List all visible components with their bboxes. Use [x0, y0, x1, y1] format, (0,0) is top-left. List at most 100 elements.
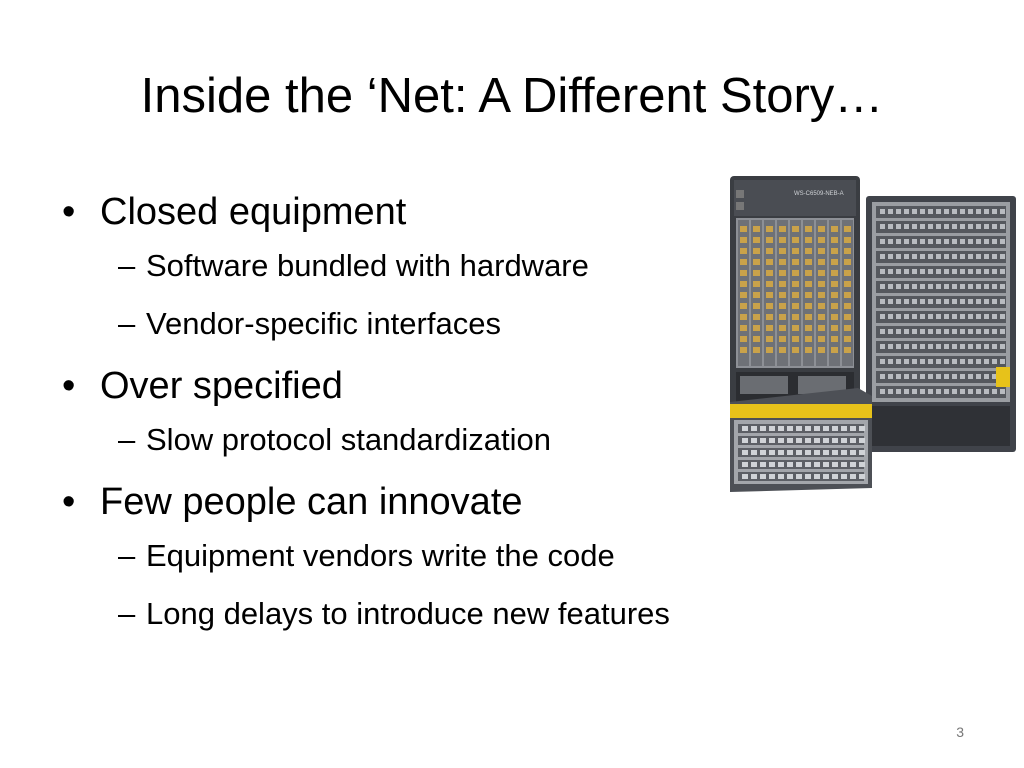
chassis-detail [760, 438, 766, 443]
chassis-detail [792, 237, 799, 243]
chassis-detail [880, 254, 885, 259]
chassis-detail [742, 474, 748, 479]
chassis-detail [832, 426, 838, 431]
chassis-detail [880, 239, 885, 244]
chassis-detail [792, 303, 799, 309]
chassis-detail [805, 248, 812, 254]
chassis-detail [888, 359, 893, 364]
chassis-detail [992, 314, 997, 319]
chassis-detail [818, 325, 825, 331]
chassis-detail [936, 284, 941, 289]
chassis-detail [968, 389, 973, 394]
chassis-detail [944, 314, 949, 319]
chassis-detail [928, 254, 933, 259]
chassis-detail [740, 281, 747, 287]
chassis-detail [936, 269, 941, 274]
chassis-detail [766, 270, 773, 276]
chassis-detail [814, 462, 820, 467]
chassis-detail [880, 389, 885, 394]
chassis-detail [952, 344, 957, 349]
chassis-detail [740, 347, 747, 353]
chassis-detail [896, 299, 901, 304]
chassis-detail [818, 314, 825, 320]
dash-marker: – [118, 306, 136, 341]
chassis-detail [844, 270, 851, 276]
chassis-detail [778, 450, 784, 455]
chassis-detail [740, 292, 747, 298]
chassis-detail [912, 374, 917, 379]
chassis-detail [912, 239, 917, 244]
chassis-detail [778, 462, 784, 467]
chassis-detail [976, 299, 981, 304]
chassis-detail [1000, 299, 1005, 304]
chassis-detail [766, 314, 773, 320]
chassis-detail [960, 374, 965, 379]
chassis-detail [805, 303, 812, 309]
chassis-detail [1000, 254, 1005, 259]
chassis-detail [1000, 389, 1005, 394]
chassis-detail [753, 259, 760, 265]
chassis-detail [753, 226, 760, 232]
chassis-detail [992, 359, 997, 364]
chassis-detail [904, 284, 909, 289]
chassis-detail [844, 347, 851, 353]
chassis-detail [912, 344, 917, 349]
chassis-detail [896, 314, 901, 319]
chassis-detail [742, 450, 748, 455]
chassis-detail [920, 299, 925, 304]
chassis-detail [740, 303, 747, 309]
chassis-detail [805, 462, 811, 467]
chassis-detail [779, 226, 786, 232]
chassis-detail [880, 284, 885, 289]
bullet-marker: • [62, 481, 76, 523]
chassis-detail [859, 474, 865, 479]
chassis-detail [912, 224, 917, 229]
chassis-detail [831, 336, 838, 342]
chassis-detail [976, 239, 981, 244]
bullet-item: • Over specified [56, 360, 836, 412]
chassis-detail [912, 209, 917, 214]
bullet-marker: • [62, 365, 76, 407]
chassis-detail [896, 359, 901, 364]
chassis-detail [944, 224, 949, 229]
chassis-detail [976, 254, 981, 259]
chassis-detail [844, 226, 851, 232]
chassis-detail [844, 314, 851, 320]
chassis-detail [968, 344, 973, 349]
chassis-detail [976, 374, 981, 379]
chassis-detail [818, 270, 825, 276]
chassis-detail [1000, 224, 1005, 229]
chassis-detail [896, 374, 901, 379]
chassis-detail [753, 237, 760, 243]
chassis-detail [792, 226, 799, 232]
chassis-detail [792, 270, 799, 276]
chassis-detail [766, 336, 773, 342]
chassis-detail [904, 254, 909, 259]
chassis-detail [805, 450, 811, 455]
chassis-detail [753, 248, 760, 254]
sub-bullet-text: Vendor-specific interfaces [146, 306, 501, 341]
chassis-detail [992, 284, 997, 289]
sub-bullet-item: – Vendor-specific interfaces [118, 302, 836, 346]
chassis-detail [912, 389, 917, 394]
chassis-detail [769, 450, 775, 455]
chassis-detail [841, 450, 847, 455]
chassis-detail [952, 269, 957, 274]
chassis-detail [992, 254, 997, 259]
chassis-detail [952, 284, 957, 289]
chassis-detail [992, 209, 997, 214]
chassis-detail [831, 226, 838, 232]
chassis-detail [778, 426, 784, 431]
chassis-detail [912, 284, 917, 289]
chassis-detail [796, 438, 802, 443]
chassis-detail [779, 237, 786, 243]
chassis-detail [888, 374, 893, 379]
sub-bullet-item: – Equipment vendors write the code [118, 534, 836, 578]
chassis-detail [844, 237, 851, 243]
chassis-detail [960, 284, 965, 289]
chassis-detail [787, 462, 793, 467]
chassis-detail [740, 325, 747, 331]
chassis-detail [831, 325, 838, 331]
chassis-detail [859, 438, 865, 443]
chassis-detail [831, 259, 838, 265]
